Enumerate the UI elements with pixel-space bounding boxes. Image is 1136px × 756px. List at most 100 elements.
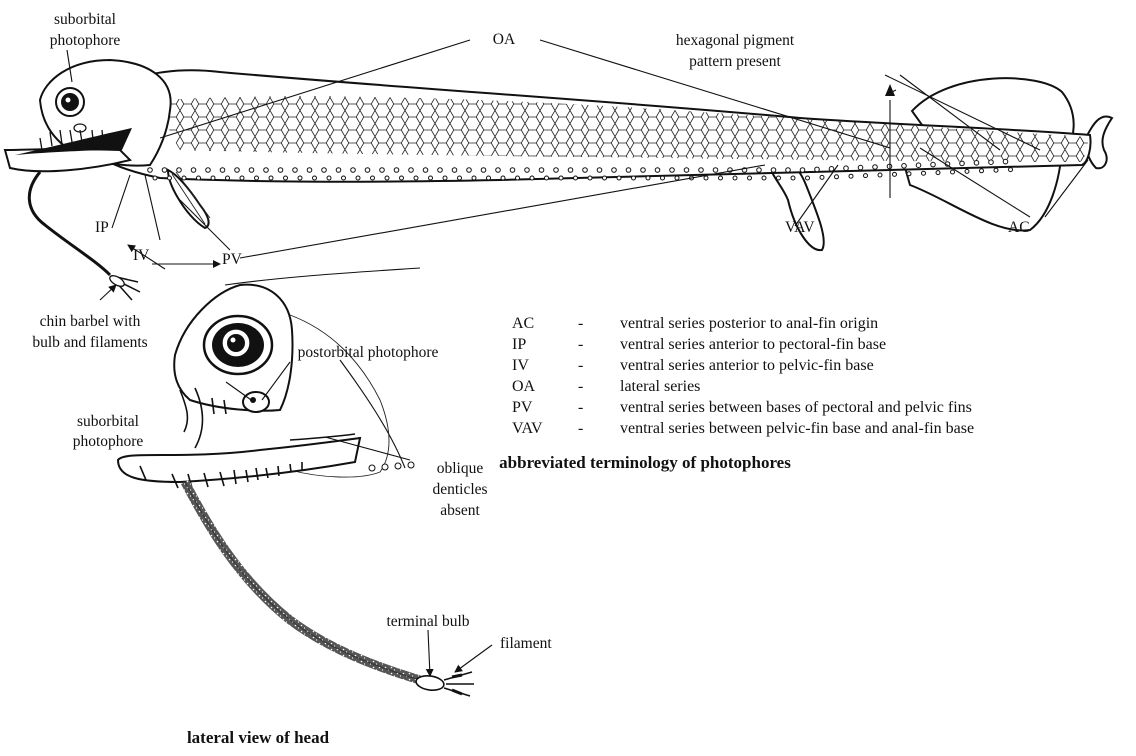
ventral-photophore <box>632 176 636 180</box>
ventral-photophore <box>713 168 718 173</box>
ventral-photophore <box>980 169 984 173</box>
ventral-photophore <box>820 175 824 179</box>
legend-row-dash: - <box>578 315 583 332</box>
ventral-photophore <box>269 176 273 180</box>
ventral-photophore <box>293 168 298 173</box>
ventral-photophore <box>191 168 196 173</box>
ventral-photophore <box>284 176 288 180</box>
ventral-photophore <box>336 168 341 173</box>
ventral-photophore <box>371 176 375 180</box>
ventral-photophore <box>182 176 186 180</box>
ventral-photophore <box>472 176 476 180</box>
ventral-photophore <box>380 168 385 173</box>
ventral-photophore <box>226 176 230 180</box>
ventral-photophore <box>365 168 370 173</box>
ventral-photophore <box>1003 159 1008 164</box>
ventral-photophore <box>931 162 936 167</box>
ventral-photophore <box>878 173 882 177</box>
legend-row-abbr: VAV <box>512 420 543 437</box>
legend-row-desc: ventral series anterior to pectoral-fin … <box>620 336 886 353</box>
ventral-photophore <box>510 168 515 173</box>
ventral-photophore <box>829 167 834 172</box>
ventral-photophore <box>211 176 215 180</box>
ventral-photophore <box>574 176 578 180</box>
ventral-photophore <box>327 176 331 180</box>
barbel-bulb <box>108 274 126 289</box>
ventral-photophore <box>313 176 317 180</box>
ventral-photophore <box>264 168 269 173</box>
ventral-photophore <box>757 168 762 173</box>
legend-row-dash: - <box>578 357 583 374</box>
ventral-photophore <box>400 176 404 180</box>
ventral-photophore <box>733 176 737 180</box>
ventral-photophore <box>481 168 486 173</box>
label-ip: IP <box>95 219 109 236</box>
legend-row-desc: ventral series posterior to anal-fin ori… <box>620 315 878 332</box>
label-suborbital-b-line2: photophore <box>73 433 144 450</box>
ventral-photophore <box>516 176 520 180</box>
ventral-photophore <box>646 176 650 180</box>
label-chin-barbel-line2: bulb and filaments <box>32 334 147 351</box>
ventral-photophore <box>525 168 530 173</box>
ventral-photophore <box>467 168 472 173</box>
legend-row-abbr: OA <box>512 378 536 395</box>
ventral-photophore <box>559 176 563 180</box>
ventral-photophore <box>583 168 588 173</box>
ventral-photophore <box>936 171 940 175</box>
barbel-detail <box>185 482 420 680</box>
ventral-photophore <box>849 174 853 178</box>
legend-row-abbr: IV <box>512 357 529 374</box>
ventral-photophore <box>612 168 617 173</box>
lower-jaw-detail <box>118 438 360 482</box>
ventral-photophore <box>670 168 675 173</box>
legend-row-abbr: IP <box>512 336 526 353</box>
ventral-photophore <box>414 176 418 180</box>
ventral-photophore <box>298 176 302 180</box>
terminal-bulb-detail <box>415 674 445 692</box>
label-hexagonal-line2: pattern present <box>689 53 781 70</box>
label-suborbital-line2: photophore <box>50 32 121 49</box>
head-caption: lateral view of head <box>187 728 330 747</box>
legend-row-dash: - <box>578 399 583 416</box>
ventral-photophore <box>994 168 998 172</box>
ventral-photophore <box>568 168 573 173</box>
label-oblique-line2: denticles <box>432 481 487 498</box>
legend-row-desc: lateral series <box>620 378 700 395</box>
ventral-photophore <box>458 176 462 180</box>
legend-row-abbr: AC <box>512 315 534 332</box>
ventral-photophore <box>641 168 646 173</box>
label-oa: OA <box>493 31 516 48</box>
ventral-photophore <box>661 176 665 180</box>
ventral-photophore <box>148 168 153 173</box>
ventral-photophore <box>675 176 679 180</box>
label-postorbital: postorbital photophore <box>298 344 439 361</box>
ventral-photophore <box>554 168 559 173</box>
ventral-photophore <box>704 176 708 180</box>
ventral-photophore <box>322 168 327 173</box>
ventral-photophore <box>153 176 157 180</box>
legend-row-desc: ventral series anterior to pelvic-fin ba… <box>620 357 874 374</box>
ventral-photophore <box>684 168 689 173</box>
legend-row-dash: - <box>578 420 583 437</box>
ventral-photophore <box>771 168 776 173</box>
ventral-photophore <box>255 176 259 180</box>
ventral-photophore <box>655 168 660 173</box>
ventral-photophore <box>356 176 360 180</box>
label-chin-barbel-line1: chin barbel with <box>40 313 141 330</box>
ventral-photophore <box>806 176 810 180</box>
ventral-photophore <box>762 176 766 180</box>
ventral-photophore <box>206 168 211 173</box>
label-iv: IV <box>133 247 150 264</box>
ventral-photophore <box>385 176 389 180</box>
label-oblique-line1: oblique <box>437 460 484 477</box>
head-detail-drawing <box>118 268 474 696</box>
ventral-photophore <box>452 168 457 173</box>
ventral-photophore <box>438 168 443 173</box>
label-suborbital-b-line1: suborbital <box>77 413 139 430</box>
ventral-photophore <box>342 176 346 180</box>
ventral-photophore <box>916 163 921 168</box>
ventral-photophore <box>197 176 201 180</box>
ventral-photophore <box>603 176 607 180</box>
label-terminal-bulb: terminal bulb <box>386 613 469 630</box>
